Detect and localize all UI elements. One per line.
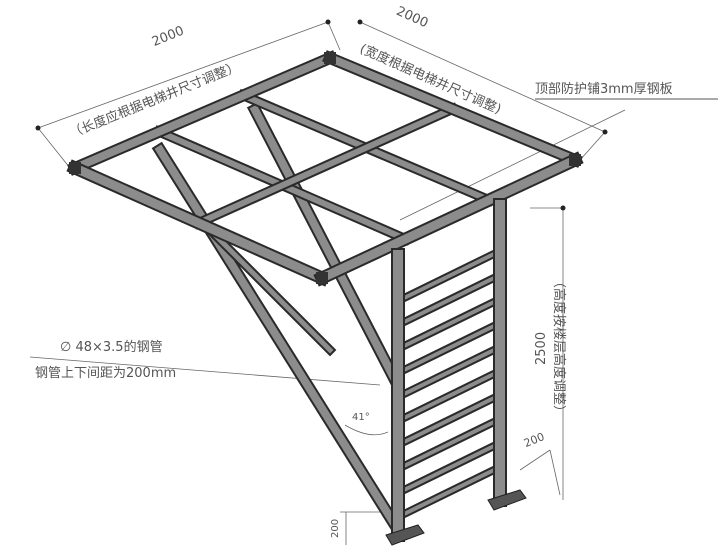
ladder-rung [397,393,501,447]
dimension-arrows [35,19,608,211]
angle-label: 41° [352,412,370,423]
corner-bracket [316,272,328,284]
base-foot-plate [487,489,527,511]
height-note: （高度按楼层高度调整） [551,275,566,419]
frame-beam-back-left [69,52,336,174]
pipe-spec-label: ∅ 48×3.5的钢管 [60,340,163,355]
top-plate-label: 顶部防护铺3mm厚钢板 [535,82,673,97]
ladder-rung [397,417,501,471]
pipe-spacing-label: 钢管上下间距为200mm [35,366,177,381]
base-height-label: 200 [330,518,341,538]
frame-beam-back-right [324,52,581,166]
frame-beam-front-left [69,162,328,284]
dimension-lines [29,21,626,545]
corner-bracket [69,162,81,174]
ladder-rung [397,441,501,495]
cross-beam [194,105,457,227]
top-frame [66,50,584,287]
diagonal-braces [151,101,404,534]
ladder-rung [397,345,501,399]
ladder-rung [397,297,501,351]
ladder-rung [397,249,501,303]
ladder-rung [397,369,501,423]
corner-bracket [324,52,336,64]
ladder [385,198,527,546]
ladder-rung [397,273,501,327]
ladder-rung [397,321,501,375]
ladder-rung [397,465,501,519]
frame-beam-front-right [316,154,581,284]
corner-bracket [569,154,581,166]
base-foot-plate [385,524,425,546]
height-value: 2500 [534,331,549,365]
